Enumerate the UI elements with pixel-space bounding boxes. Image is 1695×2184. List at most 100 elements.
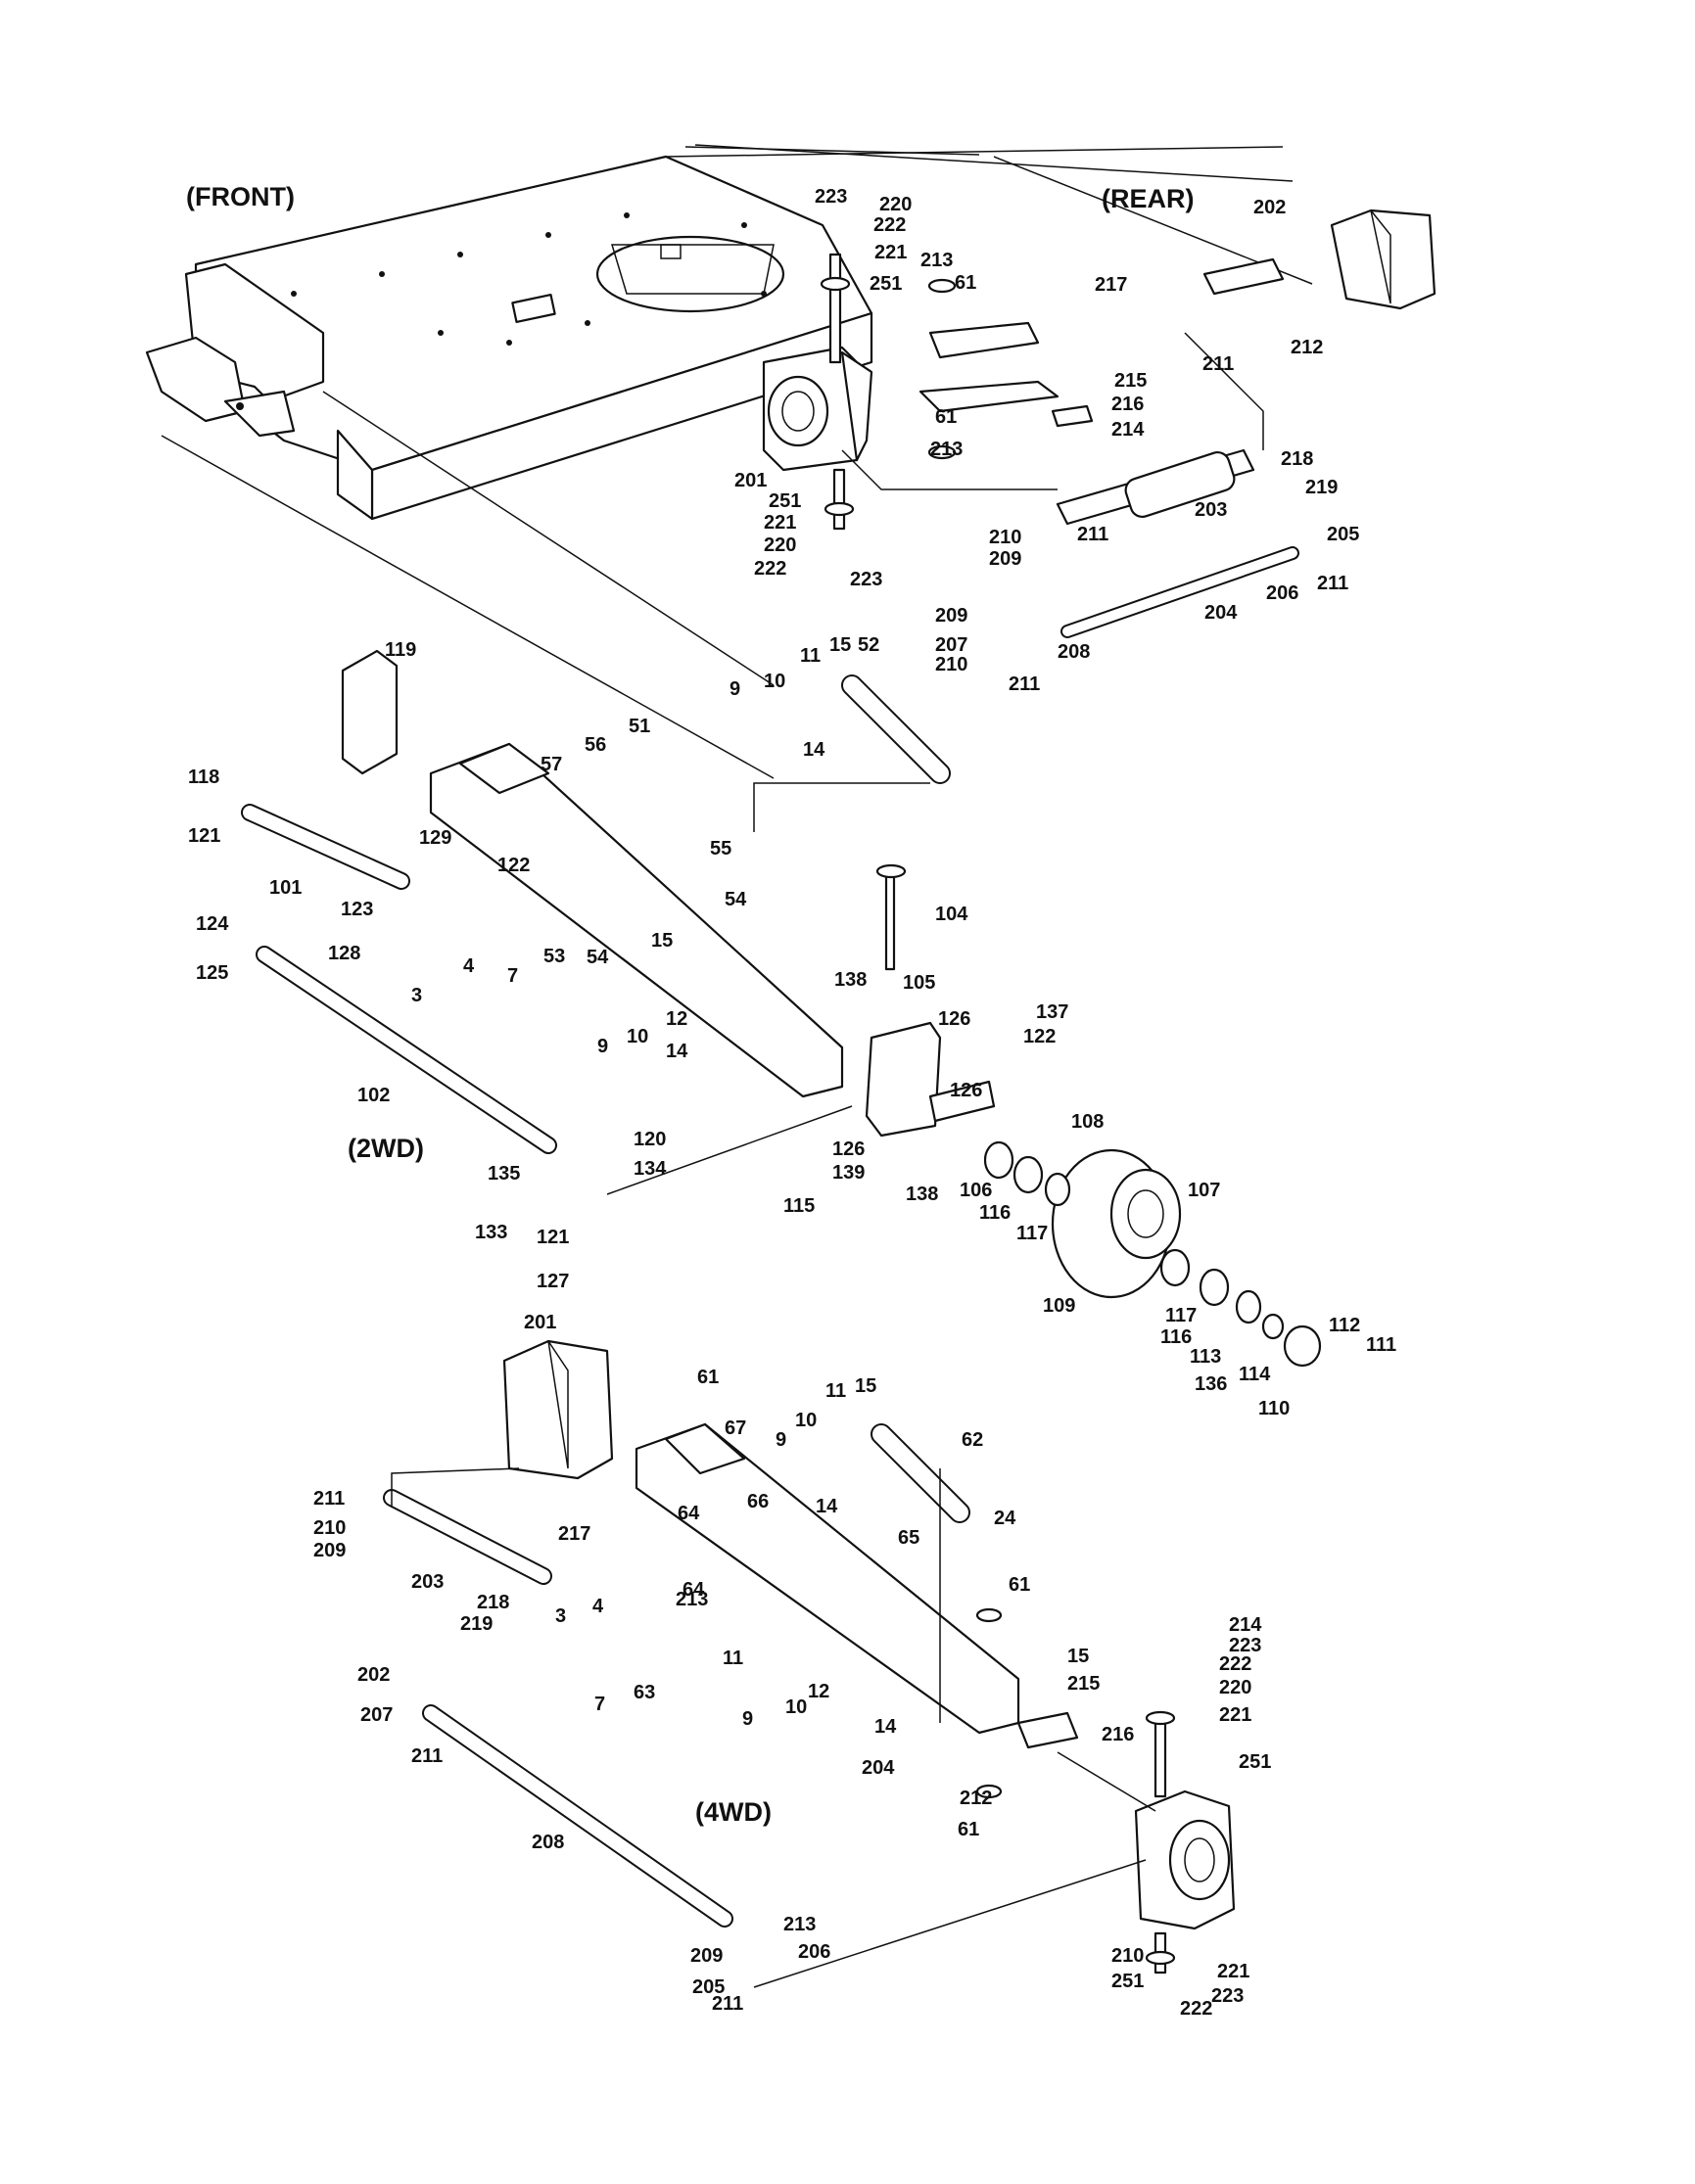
part-callout-111: 111 [1366, 1334, 1396, 1356]
part-callout-139: 139 [832, 1162, 865, 1184]
part-callout-14: 14 [874, 1716, 897, 1738]
2wd-label: (2WD) [348, 1134, 424, 1163]
part-callout-114: 114 [1239, 1364, 1271, 1385]
part-callout-207: 207 [360, 1704, 393, 1726]
part-callout-9: 9 [742, 1708, 753, 1730]
part-callout-209: 209 [690, 1945, 723, 1967]
part-callout-222: 222 [1219, 1653, 1251, 1675]
part-callout-55: 55 [710, 838, 731, 860]
part-callout-217: 217 [558, 1523, 590, 1545]
part-callout-209: 209 [989, 548, 1021, 570]
part-callout-138: 138 [834, 969, 867, 991]
part-callout-62: 62 [962, 1429, 983, 1451]
part-callout-205: 205 [1327, 524, 1359, 545]
part-callout-221: 221 [1217, 1961, 1249, 1982]
part-callout-109: 109 [1043, 1295, 1075, 1317]
part-callout-251: 251 [1111, 1971, 1144, 1992]
part-callout-10: 10 [795, 1410, 817, 1431]
part-callout-251: 251 [870, 273, 902, 295]
part-callout-11: 11 [800, 645, 821, 667]
part-callout-211: 211 [313, 1488, 345, 1510]
part-callout-7: 7 [594, 1694, 605, 1715]
part-callout-219: 219 [1305, 477, 1338, 498]
part-callout-220: 220 [764, 534, 796, 556]
part-callout-61: 61 [935, 406, 957, 428]
part-callout-211: 211 [1317, 573, 1348, 594]
part-callout-10: 10 [785, 1696, 807, 1718]
part-callout-217: 217 [1095, 274, 1127, 296]
part-callout-129: 129 [419, 827, 451, 849]
part-callout-211: 211 [411, 1745, 443, 1767]
part-callout-15: 15 [1067, 1646, 1089, 1667]
part-callout-116: 116 [979, 1202, 1011, 1224]
part-callout-223: 223 [1229, 1635, 1261, 1656]
part-callout-4: 4 [463, 955, 475, 977]
part-callout-219: 219 [460, 1613, 493, 1635]
part-callout-223: 223 [850, 569, 882, 590]
part-callout-118: 118 [188, 767, 219, 788]
part-callout-202: 202 [357, 1664, 390, 1686]
part-callout-121: 121 [188, 825, 220, 847]
part-callout-12: 12 [808, 1681, 829, 1702]
part-callout-221: 221 [874, 242, 907, 263]
part-callout-3: 3 [411, 985, 422, 1006]
part-callout-67: 67 [725, 1417, 746, 1439]
part-callout-206: 206 [1266, 582, 1298, 604]
part-callout-64: 64 [683, 1579, 705, 1601]
part-callout-15: 15 [855, 1375, 876, 1397]
part-callout-124: 124 [196, 913, 229, 935]
part-callout-101: 101 [269, 877, 302, 899]
part-callout-212: 212 [960, 1788, 992, 1809]
part-callout-10: 10 [627, 1026, 648, 1047]
part-callout-211: 211 [712, 1993, 743, 2015]
part-callout-12: 12 [666, 1008, 687, 1030]
part-callout-208: 208 [532, 1832, 564, 1853]
part-callout-135: 135 [488, 1163, 520, 1185]
part-callout-213: 213 [920, 250, 953, 271]
part-callout-212: 212 [1291, 337, 1323, 358]
front-axle-2wd [241, 649, 1322, 1368]
part-callout-107: 107 [1188, 1180, 1220, 1201]
part-callout-213: 213 [676, 1589, 708, 1610]
part-callout-125: 125 [196, 962, 228, 984]
part-callout-222: 222 [754, 558, 786, 580]
part-callout-133: 133 [475, 1222, 507, 1243]
part-callout-15: 15 [829, 634, 851, 656]
part-callout-211: 211 [1077, 524, 1108, 545]
front-axle-4wd [383, 1339, 1236, 1988]
part-callout-119: 119 [385, 639, 416, 661]
part-callout-251: 251 [1239, 1751, 1271, 1773]
part-callout-122: 122 [1023, 1026, 1056, 1047]
part-callout-61: 61 [958, 1819, 979, 1840]
part-callout-215: 215 [1114, 370, 1147, 392]
part-callout-105: 105 [903, 972, 935, 994]
part-callout-201: 201 [524, 1312, 556, 1333]
part-callout-61: 61 [697, 1367, 719, 1388]
part-callout-128: 128 [328, 943, 360, 964]
part-callout-203: 203 [411, 1571, 444, 1593]
part-callout-220: 220 [1219, 1677, 1251, 1698]
part-callout-7: 7 [507, 965, 518, 987]
part-callout-104: 104 [935, 904, 968, 925]
part-callout-223: 223 [1211, 1985, 1244, 2007]
4wd-label: (4WD) [695, 1797, 772, 1827]
part-callout-208: 208 [1058, 641, 1090, 663]
part-callout-66: 66 [747, 1491, 769, 1512]
rear-label: (REAR) [1102, 184, 1195, 213]
part-callout-210: 210 [935, 654, 967, 675]
part-callout-64: 64 [678, 1503, 700, 1524]
part-callout-54: 54 [725, 889, 747, 910]
part-callout-102: 102 [357, 1085, 390, 1106]
part-callout-63: 63 [634, 1682, 655, 1703]
part-callout-127: 127 [537, 1271, 569, 1292]
part-callout-126: 126 [938, 1008, 970, 1030]
part-callout-14: 14 [803, 739, 825, 761]
part-callout-134: 134 [634, 1158, 667, 1180]
part-callout-113: 113 [1190, 1346, 1221, 1368]
part-callout-213: 213 [930, 439, 963, 460]
part-callout-121: 121 [537, 1227, 569, 1248]
part-callout-205: 205 [692, 1976, 725, 1998]
part-callout-136: 136 [1195, 1373, 1227, 1395]
part-callout-11: 11 [825, 1380, 846, 1402]
